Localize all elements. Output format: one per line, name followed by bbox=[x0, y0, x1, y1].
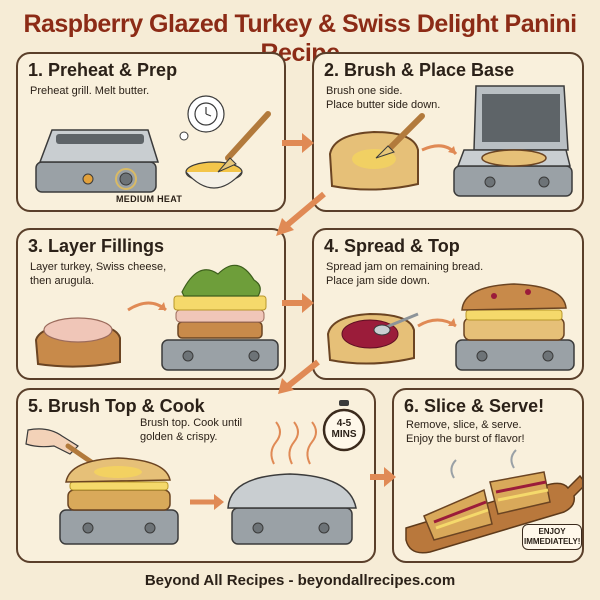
step-6-panel: 6. Slice & Serve! Remove, slice, & serve… bbox=[392, 388, 584, 563]
step-1-description: Preheat grill. Melt butter. bbox=[30, 85, 150, 97]
step-1-title: 1. Preheat & Prep bbox=[28, 60, 178, 80]
timer-label: 4-5 MINS bbox=[331, 418, 357, 440]
arrow-step1-to-step2-icon bbox=[282, 133, 314, 153]
sliced-panini-illustration bbox=[405, 449, 582, 554]
enjoy-badge: ENJOY IMMEDIATELY! bbox=[522, 524, 582, 550]
step-2-description: Brush one side. Place butter side down. bbox=[326, 85, 441, 111]
arrow-step2-to-step3-icon bbox=[276, 191, 326, 236]
step-5-panel: 5. Brush Top & Cook Brush top. Cook unti… bbox=[16, 388, 376, 563]
arrow-step5-to-step6-icon bbox=[370, 467, 396, 487]
arrow-step4-to-step5-icon bbox=[278, 359, 320, 394]
step-4-title: 4. Spread & Top bbox=[324, 236, 460, 256]
step-4-panel: 4. Spread & Top Spread jam on remaining … bbox=[312, 228, 584, 380]
preheat-grill-illustration bbox=[35, 95, 271, 193]
step-2-panel: 2. Brush & Place Base Brush one side. Pl… bbox=[312, 52, 584, 212]
step-3-title: 3. Layer Fillings bbox=[28, 236, 165, 256]
medium-heat-label: MEDIUM HEAT bbox=[116, 194, 183, 204]
stopwatch-icon bbox=[322, 400, 366, 452]
step-6-title: 6. Slice & Serve! bbox=[404, 396, 545, 416]
cook-timer: 4-5 MINS bbox=[322, 398, 366, 454]
brush-bread-illustration bbox=[328, 85, 573, 197]
arrow-step3-to-step4-icon bbox=[282, 293, 314, 313]
step-5-title: 5. Brush Top & Cook bbox=[28, 396, 205, 416]
step-6-description: Remove, slice, & serve. Enjoy the burst … bbox=[406, 419, 525, 445]
spread-jam-illustration bbox=[326, 283, 575, 371]
step-1-panel: 1. Preheat & Prep Preheat grill. Melt bu… bbox=[16, 52, 286, 212]
brush-top-cook-illustration bbox=[25, 421, 357, 545]
step-2-title: 2. Brush & Place Base bbox=[324, 60, 515, 80]
layer-fillings-illustration bbox=[34, 264, 279, 371]
footer-credit: Beyond All Recipes - beyondallrecipes.co… bbox=[144, 572, 456, 589]
step-5-description: Brush top. Cook until golden & crispy. bbox=[140, 417, 243, 443]
step-3-description: Layer turkey, Swiss cheese, then arugula… bbox=[30, 261, 167, 287]
step-4-description: Spread jam on remaining bread. Place jam… bbox=[326, 261, 484, 287]
step-3-panel: 3. Layer Fillings Layer turkey, Swiss ch… bbox=[16, 228, 286, 380]
